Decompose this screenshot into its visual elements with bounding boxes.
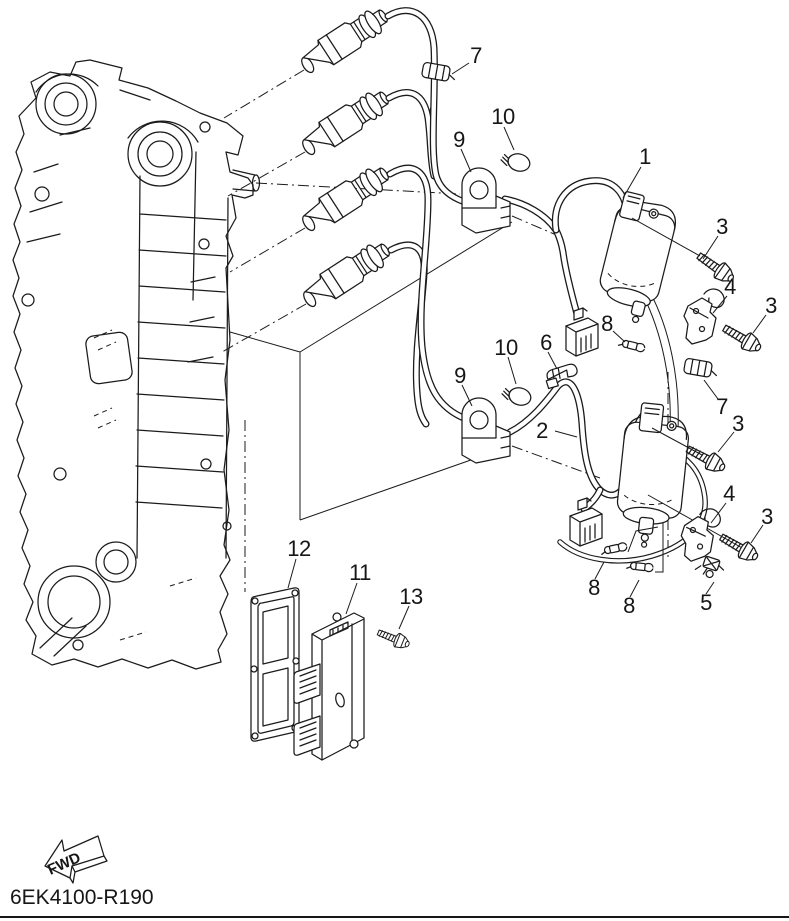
callout-8: 8 [588,575,600,600]
drawing-part-code: 6EK4100-R190 [10,886,154,909]
terminal-position-leaders [627,523,664,573]
ignition-coil-2 [616,402,690,548]
callout-9: 9 [453,127,465,152]
spark-plug-caps [301,9,390,308]
wire-clamp-7-right [683,358,718,378]
callout-2: 2 [536,418,548,443]
coil-connector-lower [569,497,603,547]
wire-clamp-7-upper [421,62,456,82]
gasket-12 [250,587,300,742]
terminal-8-left [601,542,628,556]
callout-3: 3 [765,293,777,318]
spark-plug-cap-3 [302,167,389,232]
fwd-direction-arrow: FWD [44,835,108,884]
terminal-8-right [626,561,654,573]
wire-clamp-6 [545,363,578,390]
callout-4: 4 [723,481,735,506]
callout-9: 9 [454,363,466,388]
callout-10: 10 [491,104,515,129]
callout-12: 12 [287,536,311,561]
callout-8: 8 [623,593,635,618]
ignition-coil-1 [599,191,677,324]
coil-bracket-lower [680,508,721,562]
ecu-unit-11 [293,612,365,761]
callout-13: 13 [399,584,423,609]
bottom-rule [0,916,789,918]
spark-plug-wires [384,7,652,513]
bolt-3-bracket-lower [716,528,763,567]
callout-8: 8 [601,311,613,336]
bolt-13-ecu [375,625,413,652]
callout-leader-lines [287,62,767,630]
callout-4: 4 [724,274,736,299]
callout-3: 3 [732,411,744,436]
callout-11: 11 [349,560,371,585]
callout-1: 1 [639,144,651,169]
spark-plug-cap-4 [303,243,390,308]
terminal-8-upper [617,339,646,353]
spark-plug-cap-2 [302,91,389,156]
callout-5: 5 [700,590,712,615]
callout-3: 3 [761,504,773,529]
callout-3: 3 [716,214,728,239]
callout-7: 7 [470,43,482,68]
harness-bracket-upper [461,167,511,234]
grommet-upper [500,153,531,172]
coil-bracket-upper [683,288,725,345]
harness-bracket-lower [461,397,511,464]
cable-holder-5 [694,555,725,579]
callout-6: 6 [540,330,552,355]
coil-connector-upper [565,307,599,357]
engine-block-drawing [12,59,261,670]
callout-10: 10 [494,335,518,360]
grommet-lower [501,387,532,406]
bolt-3-coil2 [682,440,729,477]
callout-7: 7 [716,394,728,419]
spark-plug-cap-1 [301,9,388,74]
